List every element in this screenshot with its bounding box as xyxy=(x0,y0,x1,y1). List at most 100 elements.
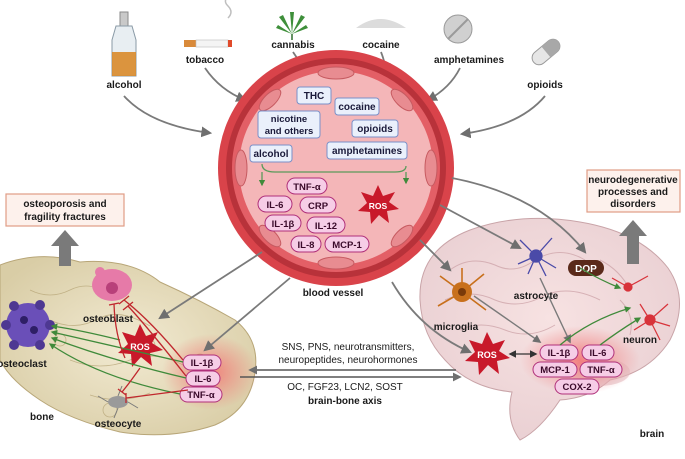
brain-outcome-line1: neurodegenerative xyxy=(588,175,678,186)
brain-il6-text: IL-6 xyxy=(590,348,607,359)
bone-label: bone xyxy=(30,412,54,423)
bone-ros-text: ROS xyxy=(130,342,150,352)
alcohol-label: alcohol xyxy=(106,80,141,91)
axis-title: brain-bone axis xyxy=(308,396,382,407)
vessel-to-brain-arrows xyxy=(391,177,587,354)
bone-ros-star xyxy=(118,324,163,367)
vessel-drug-boxes: THC nicotine and others cocaine opioids … xyxy=(249,86,410,187)
opioids-capsule-icon xyxy=(531,38,561,66)
nicotine-text-1: nicotine xyxy=(271,114,307,125)
cocaine-box xyxy=(334,97,380,116)
bone-il6-pill xyxy=(185,370,221,387)
brain-cytokines: IL-1β IL-6 MCP-1 TNF-α COX-2 xyxy=(532,344,623,395)
brain-label: brain xyxy=(640,429,664,440)
brain-bone-axis: SNS, PNS, neurotransmitters, neuropeptid… xyxy=(240,342,462,407)
amphetamines-box-text: amphetamines xyxy=(332,146,402,157)
opioids-box xyxy=(351,119,399,138)
axis-line1: SNS, PNS, neurotransmitters, xyxy=(282,342,415,353)
cocaine-box-text: cocaine xyxy=(338,102,376,113)
opioids-box-text: opioids xyxy=(357,124,393,135)
brain-ros-star xyxy=(465,332,510,375)
brain-mcp1-text: MCP-1 xyxy=(540,365,570,376)
amphetamine-pill-icon xyxy=(443,14,473,44)
brain-il1b-pill xyxy=(539,344,579,361)
vessel-il1b-pill xyxy=(264,214,302,232)
osteocyte-label: osteocyte xyxy=(95,419,142,430)
alcohol-box xyxy=(249,144,293,163)
vessel-tnf-pill xyxy=(286,177,328,195)
vessel-il12-pill xyxy=(306,216,346,234)
microglia-label: microglia xyxy=(434,322,479,333)
dop-pill xyxy=(568,260,604,276)
bone-green-arrows xyxy=(48,323,187,395)
bone-tnf-text: TNF-α xyxy=(187,390,215,401)
axis-line3: OC, FGF23, LCN2, SOST xyxy=(287,382,403,393)
bone-tnf-pill xyxy=(179,386,223,403)
brain-outcome-box xyxy=(586,169,681,213)
bone-outcome-arrow xyxy=(51,230,79,266)
vessel-ros-star xyxy=(358,185,399,224)
brain-tnf-text: TNF-α xyxy=(587,365,615,376)
vessel-to-bone-arrows xyxy=(158,251,291,352)
thc-text: THC xyxy=(304,91,325,102)
vessel-mcp1-text: MCP-1 xyxy=(332,240,362,251)
thc-box xyxy=(296,86,332,105)
brain-outcome-line3: disorders xyxy=(610,199,656,210)
vessel-cytokines: TNF-α IL-6 CRP IL-1β IL-12 IL-8 MCP-1 xyxy=(257,177,370,253)
astrocyte-cell-icon xyxy=(517,237,557,277)
bone-il1b-text: IL-1β xyxy=(191,358,214,369)
cocaine-powder-icon xyxy=(356,19,406,28)
tobacco-cigarette-icon xyxy=(184,0,232,48)
cannabis-leaf-icon xyxy=(276,12,308,40)
brain-mcp1-pill xyxy=(532,361,578,378)
brain-gray-arrows xyxy=(473,277,571,344)
microglia-cell-icon xyxy=(437,268,487,311)
bone-inhibition-lines xyxy=(108,295,189,403)
brain-il6-pill xyxy=(581,344,615,361)
cocaine-label: cocaine xyxy=(362,40,400,51)
osteoblast-cell-icon xyxy=(92,267,132,301)
brain-ros-text: ROS xyxy=(477,350,497,360)
vessel-il6-pill xyxy=(257,195,293,213)
alcohol-box-text: alcohol xyxy=(253,149,288,160)
brain-outcome-line2: processes and xyxy=(598,187,668,198)
bone-outcome-line2: fragility fractures xyxy=(24,212,106,223)
vessel-il12-text: IL-12 xyxy=(315,221,337,232)
vessel-il1b-text: IL-1β xyxy=(272,219,295,230)
amphetamines-box xyxy=(326,141,408,160)
vessel-crp-text: CRP xyxy=(308,201,329,212)
astrocyte-label: astrocyte xyxy=(514,291,559,302)
osteoclast-cell-icon xyxy=(1,300,55,350)
nicotine-box xyxy=(257,110,321,139)
tobacco-label: tobacco xyxy=(186,55,224,66)
osteoblast-label: osteoblast xyxy=(83,314,134,325)
brain-tnf-pill xyxy=(579,361,623,378)
bone-il6-text: IL-6 xyxy=(195,374,212,385)
opioids-label: opioids xyxy=(527,80,563,91)
blood-vessel-label: blood vessel xyxy=(303,288,364,299)
drug-bracket xyxy=(261,163,407,173)
nicotine-text-2: and others xyxy=(265,126,314,137)
vessel-il8-pill xyxy=(290,235,322,253)
vessel-mcp1-pill xyxy=(324,235,370,253)
osteoclast-label: osteoclast xyxy=(0,359,47,370)
vessel-il8-text: IL-8 xyxy=(298,240,315,251)
bone-outcome-box xyxy=(5,193,125,227)
brain-cox2-pill xyxy=(554,378,600,395)
bone-cytokines: IL-1β IL-6 TNF-α xyxy=(179,354,223,403)
vessel-crp-pill xyxy=(299,196,337,214)
dop-text: DOP xyxy=(575,264,597,275)
cannabis-label: cannabis xyxy=(271,40,315,51)
vessel-tnf-text: TNF-α xyxy=(293,182,321,193)
vessel-il6-text: IL-6 xyxy=(267,200,284,211)
bone-outcome-line1: osteoporosis and xyxy=(23,199,106,210)
amphetamines-label: amphetamines xyxy=(434,55,504,66)
brain-outcome-arrow xyxy=(619,220,647,264)
axis-line2: neuropeptides, neurohormones xyxy=(279,355,418,366)
brain-il1b-text: IL-1β xyxy=(548,348,571,359)
brain-cox2-text: COX-2 xyxy=(562,382,591,393)
alcohol-bottle-icon xyxy=(111,11,137,77)
neuron-label: neuron xyxy=(623,335,657,346)
brain-green-arrows xyxy=(559,267,642,346)
